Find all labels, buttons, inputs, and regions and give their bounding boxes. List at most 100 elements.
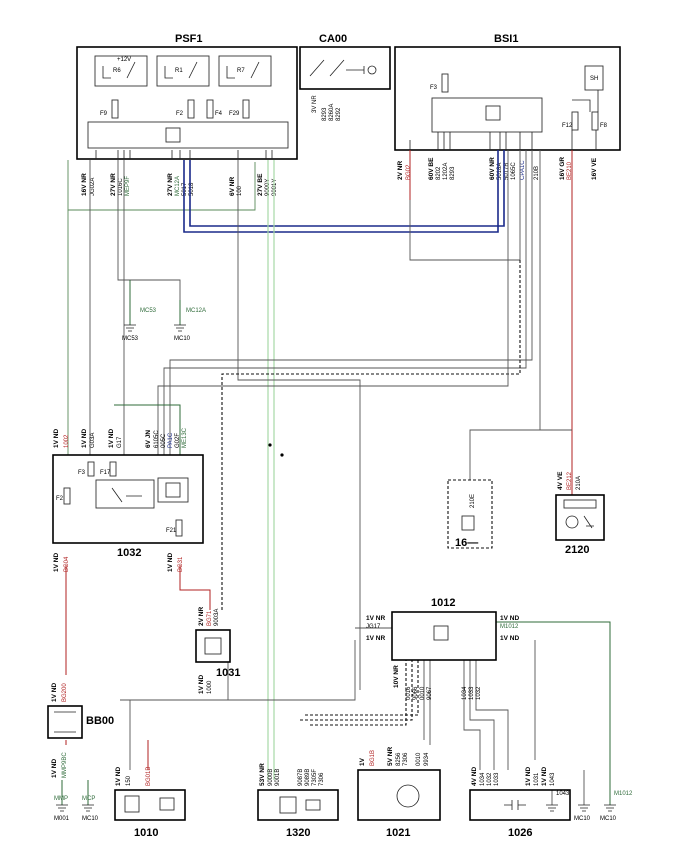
c1032-relay	[95, 479, 155, 509]
c1021-wire-7306: 7306	[403, 752, 409, 766]
wire-cpa1c	[169, 150, 533, 455]
wire-1320-c	[310, 660, 407, 726]
wire-210b	[469, 150, 541, 480]
c1320-title: 1320	[286, 827, 310, 839]
ca00-conn: 3V NR	[312, 95, 318, 113]
psf1-fuse-f29-label: F29	[229, 111, 240, 117]
c1032-wire-1002: 1002	[64, 434, 70, 448]
capacitor-icon	[504, 800, 526, 810]
component-2120: 2120 4V VE BE212 210A	[555, 471, 605, 556]
c2120-wire-be212: BE212	[567, 471, 573, 490]
wire-1320-a	[305, 660, 419, 716]
bsi1-wire-8293: 8293	[450, 166, 456, 180]
c1012-wire-1032: 1032	[476, 686, 482, 700]
c1012-wire-m1012: M1012	[500, 624, 519, 630]
c1320-wire-7305f: 7305F	[312, 769, 318, 786]
c1021-conn-5vnr: 5V NR	[387, 747, 394, 766]
psf1-fuse-f2-label: F2	[176, 111, 184, 117]
wire-1033	[469, 660, 495, 770]
psf1-relay-r6	[94, 55, 148, 87]
wires-main	[61, 150, 611, 805]
component-16: 16— 210E	[447, 479, 493, 549]
bsi1-wire-be210: BE210	[567, 161, 573, 180]
psf1-wire-mep9f: MEP9F	[125, 176, 131, 196]
wire-1031-out	[129, 662, 229, 770]
component-1021: 1021 1V BG1B 5V NR 8256 7306 0010 9934	[357, 747, 441, 839]
c1032-chip	[165, 482, 181, 498]
bsi1-wire-1065c: 1065C	[511, 162, 517, 180]
key-icon	[367, 65, 377, 75]
c1032-box	[52, 454, 204, 544]
c1032-fuse-f17-label: F17	[100, 470, 111, 476]
wire-005c	[157, 150, 509, 455]
c1032-conn-b: 1V ND	[81, 429, 88, 448]
bsi1-conn-16vgr: 16V GR	[559, 157, 566, 180]
gnd-label-mc10: MC10	[174, 336, 191, 342]
junction-dot-2	[280, 453, 284, 457]
component-1031: 1031 2V NR BG71 9003A 1V ND 1000	[195, 607, 240, 694]
psf1-wire-5018: 5018	[189, 182, 195, 196]
c1012-conn-1vnd-b: 1V ND	[500, 635, 519, 642]
c1026-title: 1026	[508, 827, 532, 839]
ground-symbols: MC53 MC53 MC12A MC10 MMP MCP M001 MC10 1…	[54, 308, 633, 822]
c1031-symbol	[204, 637, 222, 655]
c1032-fuse-f3-label: F3	[78, 470, 86, 476]
wire-1065c	[163, 150, 527, 455]
c1032-conn-e: 1V ND	[167, 553, 174, 572]
c2120-box	[555, 494, 605, 541]
component-ca00: CA00 3V NR 8293 8260A 8292	[299, 33, 391, 121]
component-1012: 1012 1V NR JG17 1V NR 1V ND M1012 1V ND …	[366, 597, 519, 700]
c1010-wire-bg01b: BG01B	[146, 767, 152, 786]
c1320-wire-9001b: 9001B	[275, 769, 281, 786]
bsi1-wire-5018a: 5018A	[497, 163, 503, 180]
c1032-fuse-f3	[87, 461, 95, 477]
psf1-relay-r6-label: R6	[113, 68, 121, 74]
c1012-wire-9066: 9066	[413, 686, 419, 700]
wire-bg31	[179, 565, 211, 610]
c1031-wire-9003a: 9003A	[214, 609, 220, 626]
bsi1-fuse-f12	[571, 111, 579, 131]
c1026-wire-1032: 1032	[487, 772, 493, 786]
gnd-label-mc53: MC53	[140, 308, 157, 314]
bsi1-wire-cpa1c: CPA1C	[520, 160, 526, 180]
wire-5018-blue	[189, 150, 505, 227]
c1012-wire-1033: 1033	[469, 686, 475, 700]
c1026-wire-1033: 1033	[494, 772, 500, 786]
component-1026: 1026 4V ND 1034 1032 1033 1V ND 1031 1V …	[469, 767, 571, 839]
c1012-title: 1012	[431, 597, 455, 609]
c1032-wire-005c: 005C	[161, 433, 167, 448]
c1021-wire-8256: 8256	[396, 752, 402, 766]
bsi1-fuse-f3-label: F3	[430, 85, 438, 91]
wire-m1012	[496, 621, 611, 805]
psf1-relay-r1-label: R1	[175, 68, 183, 74]
c1021-box	[357, 769, 441, 821]
gnd-label-mcp: MCP	[82, 796, 95, 802]
bsi1-pcb	[431, 97, 543, 133]
c1012-conn-10vnr: 10V NR	[393, 665, 400, 688]
bsi1-fuse-f3	[441, 73, 449, 93]
c1026-wire-1043: 1043	[550, 772, 556, 786]
wire-me13c	[114, 404, 181, 455]
c1026-box	[469, 789, 571, 821]
c1026-wire-1031: 1031	[534, 772, 540, 786]
c1021-wire-9934: 9934	[424, 752, 430, 766]
c2120-conn: 4V VE	[557, 471, 564, 490]
psf1-fuse-f4-label: F4	[215, 111, 223, 117]
component-1010: 1010 1V ND 150 BG01B	[114, 767, 186, 839]
c1021-title: 1021	[386, 827, 410, 839]
alternator-icon	[396, 784, 420, 808]
bsi1-relay-sh-label: SH	[590, 76, 598, 82]
c1320-wire-7306: 7306	[319, 772, 325, 786]
c1021-wire-bg1b: BG1B	[370, 750, 376, 766]
c2120-connector	[563, 499, 597, 509]
c1320-wire-9087b: 9087B	[298, 769, 304, 786]
c16-symbol	[461, 515, 475, 531]
c1012-conn-1vnr-b: 1V NR	[366, 635, 385, 642]
ca00-pin-3: 8292	[336, 107, 342, 121]
c1032-fuse-f17	[109, 461, 117, 477]
ca00-title: CA00	[319, 33, 347, 45]
c1012-wire-9067: 9067	[427, 686, 433, 700]
c2120-title: 2120	[565, 544, 589, 556]
c1026-conn-1vnd-b: 1V ND	[541, 767, 548, 786]
bsi1-fuse-f12-label: F12	[562, 123, 573, 129]
